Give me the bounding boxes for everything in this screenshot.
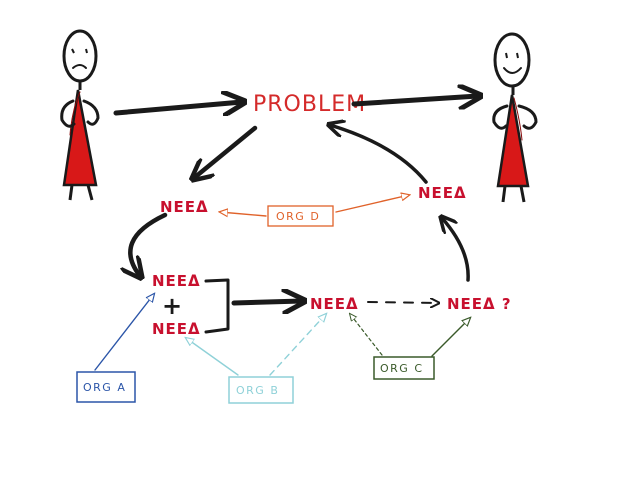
- plus-sign: +: [162, 292, 182, 320]
- need-label-left-top: NEEᐃ: [160, 198, 209, 216]
- org-c-box: [373, 356, 435, 380]
- org-b-arrow-right: [269, 314, 326, 376]
- arrow-stack-to-need: [231, 301, 302, 303]
- org-c-label: ORG C: [380, 362, 424, 375]
- org-c-arrow-left: [350, 314, 383, 356]
- org-c: ORG C: [350, 314, 470, 380]
- org-b-label: ORG B: [236, 384, 279, 397]
- need-label-stack-top: NEEᐃ: [152, 272, 201, 290]
- need-label-middle: NEEᐃ: [310, 295, 359, 313]
- black-arrows: [113, 96, 478, 303]
- arrow-need-to-need: [442, 218, 470, 282]
- need-label-stack-bottom: NEEᐃ: [152, 320, 201, 338]
- org-a-box: [76, 371, 136, 403]
- arrow-sad-to-problem: [113, 102, 242, 113]
- org-b: ORG B: [186, 314, 326, 404]
- arrow-dashed-need-to-need: [367, 302, 438, 303]
- org-d-box: [267, 205, 334, 227]
- org-b-box: [228, 376, 294, 404]
- org-a-label: ORG A: [83, 381, 126, 394]
- org-d-arrow-left: [220, 212, 267, 216]
- org-d-label: ORG D: [276, 210, 320, 223]
- sad-person-icon: [60, 29, 100, 201]
- arrow-problem-to-happy: [351, 96, 478, 104]
- org-d-arrow-right: [335, 195, 409, 213]
- need-label-right-top: NEEᐃ: [418, 184, 467, 202]
- needs-bracket: [204, 278, 230, 334]
- org-a: ORG A: [76, 294, 154, 403]
- happy-person-icon: [492, 32, 538, 203]
- problem-label: PROBLEM: [253, 92, 366, 117]
- org-d: ORG D: [220, 195, 409, 227]
- arrow-problem-to-need: [194, 125, 258, 178]
- arrow-need-to-stack: [130, 212, 168, 276]
- arrow-need-to-problem: [330, 125, 428, 184]
- org-c-arrow-right: [431, 318, 470, 357]
- org-a-arrow: [94, 294, 154, 371]
- org-b-arrow-left: [186, 338, 239, 376]
- need-label-question: NEEᐃ ?: [447, 295, 512, 313]
